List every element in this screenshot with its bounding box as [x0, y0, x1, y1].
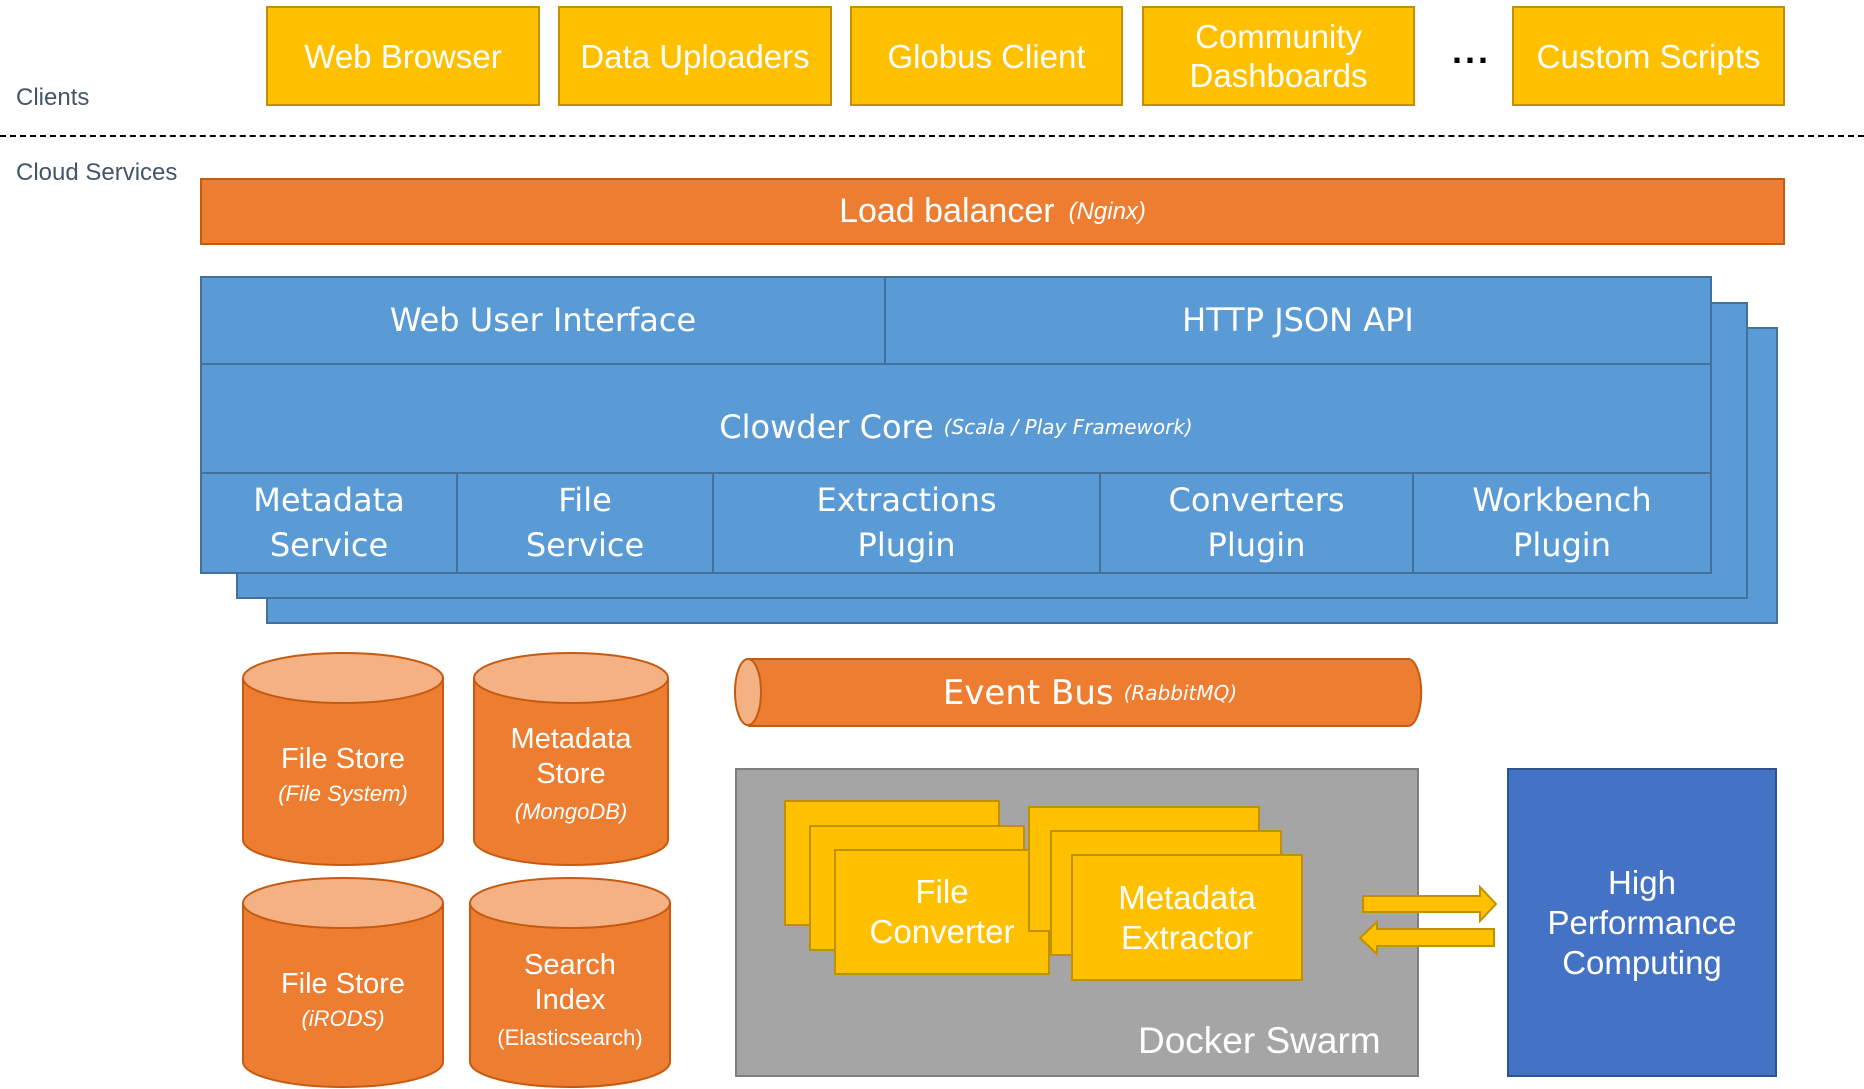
hpc-line: High	[1608, 863, 1676, 901]
client-label: Data Uploaders	[580, 37, 810, 75]
module-line: Metadata	[253, 481, 405, 519]
client-community-dashboards: Community Dashboards	[1142, 6, 1415, 106]
hpc-line: Computing	[1562, 943, 1722, 981]
converter-line: File	[915, 873, 969, 910]
load-balancer: Load balancer (Nginx)	[200, 178, 1785, 245]
cylinder-file-store-fs	[242, 652, 444, 866]
client-label: Community Dashboards	[1189, 18, 1368, 94]
event-bus-tech: (RabbitMQ)	[1123, 681, 1238, 705]
metadata-store-text: Metadata Store (MongoDB)	[474, 722, 668, 832]
client-data-uploaders: Data Uploaders	[558, 6, 832, 106]
search-index-text: Search Index (Elasticsearch)	[470, 948, 670, 1058]
store-name: Metadata	[510, 723, 632, 755]
store-name: File Store	[280, 968, 406, 1000]
client-label: Custom Scripts	[1536, 37, 1761, 75]
event-bus: Event Bus (RabbitMQ)	[760, 670, 1420, 716]
file-store-irods-text: File Store (iRODS)	[243, 965, 443, 1045]
cylinder-file-store-irods	[242, 877, 444, 1088]
docker-swarm-label: Docker Swarm	[1138, 1020, 1381, 1061]
clowder-core-tech: (Scala / Play Framework)	[943, 415, 1193, 439]
cloud-services-section-label: Cloud Services	[16, 159, 178, 186]
module-line: File	[558, 481, 612, 519]
store-name: Search	[524, 949, 616, 981]
module-line: Workbench	[1472, 481, 1652, 519]
client-web-browser: Web Browser	[266, 6, 540, 106]
module-line: Service	[525, 526, 645, 564]
ellipsis: ...	[1452, 30, 1492, 71]
arrow-right-icon	[1362, 884, 1498, 924]
cylinder-search-index	[469, 877, 671, 1088]
web-user-interface: Web User Interface	[202, 278, 886, 365]
client-custom-scripts: Custom Scripts	[1512, 6, 1785, 106]
clowder-instance: Web User Interface HTTP JSON API Clowder…	[200, 276, 1712, 574]
store-tech: (File System)	[278, 781, 408, 806]
clients-section-label: Clients	[16, 84, 90, 111]
arrow-left-icon	[1358, 919, 1495, 957]
clowder-core-label: Clowder Core	[719, 408, 934, 446]
client-globus-client: Globus Client	[850, 6, 1123, 106]
clowder-core: Clowder Core (Scala / Play Framework)	[202, 365, 1710, 474]
extractor-line: Extractor	[1120, 918, 1254, 956]
store-tech: (Elasticsearch)	[497, 1025, 643, 1050]
section-divider	[0, 135, 1864, 137]
file-store-fs-text: File Store (File System)	[243, 740, 443, 820]
module-line: Plugin	[1513, 526, 1611, 564]
hpc-line: Performance	[1547, 903, 1737, 941]
load-balancer-label: Load balancer	[839, 192, 1055, 230]
client-label: Web Browser	[304, 37, 502, 75]
event-bus-label: Event Bus	[942, 673, 1114, 713]
store-tech: (iRODS)	[301, 1006, 385, 1031]
store-name: File Store	[280, 743, 406, 775]
module-line: Plugin	[1207, 526, 1306, 564]
arrows	[1358, 884, 1498, 957]
module-line: Extractions	[816, 481, 997, 519]
event-bus-tube	[734, 658, 1423, 727]
module-line: Service	[269, 526, 389, 564]
store-tech: (MongoDB)	[514, 799, 628, 824]
store-name: Store	[536, 758, 606, 790]
module-line: Converters	[1168, 481, 1345, 519]
store-name: Index	[534, 984, 606, 1016]
converter-line: Converter	[869, 913, 1015, 950]
api-label: HTTP JSON API	[1182, 301, 1414, 339]
web-ui-label: Web User Interface	[389, 301, 697, 339]
client-label: Globus Client	[887, 37, 1086, 75]
module-line: Plugin	[857, 526, 956, 564]
load-balancer-tech: (Nginx)	[1068, 197, 1146, 225]
cylinder-metadata-store	[473, 652, 669, 866]
extractor-line: Metadata	[1118, 878, 1256, 916]
http-json-api: HTTP JSON API	[886, 278, 1710, 365]
